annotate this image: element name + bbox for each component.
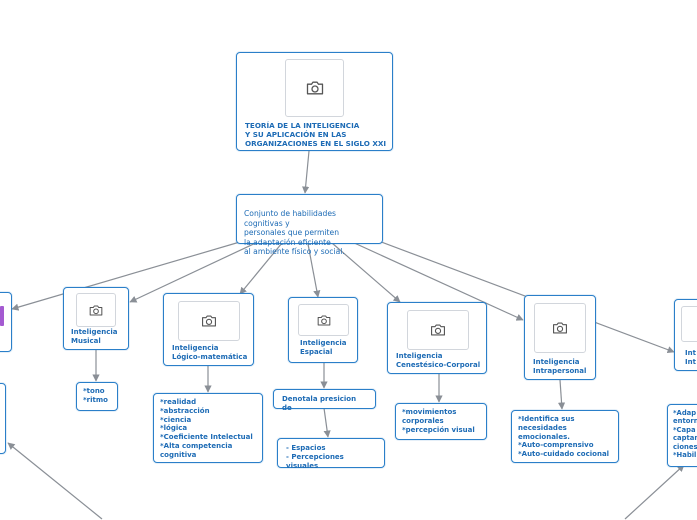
connector-definition-cenestesico bbox=[331, 242, 401, 303]
logico-image-placeholder bbox=[178, 301, 240, 341]
camera-icon bbox=[201, 315, 217, 327]
branch-intrapersonal[interactable]: Inteligencia Intrapersonal bbox=[524, 295, 596, 380]
root-node[interactable]: TEORÍA DE LA INTELIGENCIA Y SU APLICACIÓ… bbox=[236, 52, 393, 151]
right-partial-detail[interactable]: *Adap entorn *Capa captan ciones *Habil bbox=[667, 404, 697, 467]
espacial-image-placeholder bbox=[298, 304, 349, 336]
connector-definition-intrapersonal bbox=[349, 240, 524, 321]
branch-musical[interactable]: Inteligencia Musical bbox=[63, 287, 129, 350]
connector-definition-left-partial bbox=[11, 238, 251, 311]
connector-definition-right-partial bbox=[367, 236, 675, 354]
connector-definition-logico bbox=[239, 242, 283, 295]
connector-right-bottom bbox=[624, 464, 685, 520]
branch-logico-matematica[interactable]: Inteligencia Lógico-matemática bbox=[163, 293, 254, 366]
connector-definition-musical bbox=[129, 239, 263, 303]
branch-cenestesico-corporal[interactable]: Inteligencia Cenestésico-Corporal bbox=[387, 302, 487, 374]
camera-icon bbox=[430, 324, 446, 336]
logico-detail[interactable]: *realidad *abstracción *ciencia *lógica … bbox=[153, 393, 263, 463]
camera-icon bbox=[552, 322, 568, 334]
camera-icon bbox=[306, 81, 324, 95]
root-title: TEORÍA DE LA INTELIGENCIA Y SU APLICACIÓ… bbox=[245, 121, 387, 148]
definition-text: Conjunto de habilidades cognitivas y per… bbox=[244, 209, 345, 257]
intrapersonal-image-placeholder bbox=[534, 303, 586, 353]
espacial-detail[interactable]: Denotala presicion de bbox=[273, 389, 376, 412]
camera-icon bbox=[317, 314, 331, 326]
connector-root-definition bbox=[302, 150, 310, 194]
camera-icon bbox=[89, 304, 103, 316]
connector-espacial-subdetail bbox=[323, 407, 331, 438]
cenestesico-image-placeholder bbox=[407, 310, 469, 350]
right-partial-title: Int Int bbox=[685, 349, 696, 366]
left-partial-image bbox=[0, 306, 4, 326]
intrapersonal-detail[interactable]: *Identifica sus necesidades emocionales.… bbox=[511, 410, 619, 463]
musical-detail[interactable]: *tono *ritmo bbox=[76, 382, 118, 411]
root-image-placeholder bbox=[285, 59, 344, 117]
branch-espacial[interactable]: Inteligencia Espacial bbox=[288, 297, 358, 363]
espacial-title: Inteligencia Espacial bbox=[300, 339, 347, 356]
left-partial-detail[interactable] bbox=[0, 383, 6, 454]
espacial-subdetail[interactable]: - Espacios - Percepciones visuales bbox=[277, 438, 385, 470]
intrapersonal-title: Inteligencia Intrapersonal bbox=[533, 358, 587, 375]
cenestesico-detail[interactable]: *movimientos corporales *percepción visu… bbox=[395, 403, 487, 440]
cenestesico-title: Inteligencia Cenestésico-Corporal bbox=[396, 352, 481, 369]
musical-title: Inteligencia Musical bbox=[71, 328, 118, 345]
musical-image-placeholder bbox=[76, 293, 116, 327]
branch-right-partial[interactable]: Int Int bbox=[674, 299, 697, 371]
logico-title: Inteligencia Lógico-matemática bbox=[172, 344, 248, 361]
definition-node[interactable]: Conjunto de habilidades cognitivas y per… bbox=[236, 194, 383, 256]
connector-left-bottom bbox=[7, 442, 103, 520]
connector-definition-espacial bbox=[307, 243, 321, 298]
right-partial-image-placeholder bbox=[681, 306, 697, 342]
connector-intrapersonal-detail bbox=[557, 379, 566, 410]
